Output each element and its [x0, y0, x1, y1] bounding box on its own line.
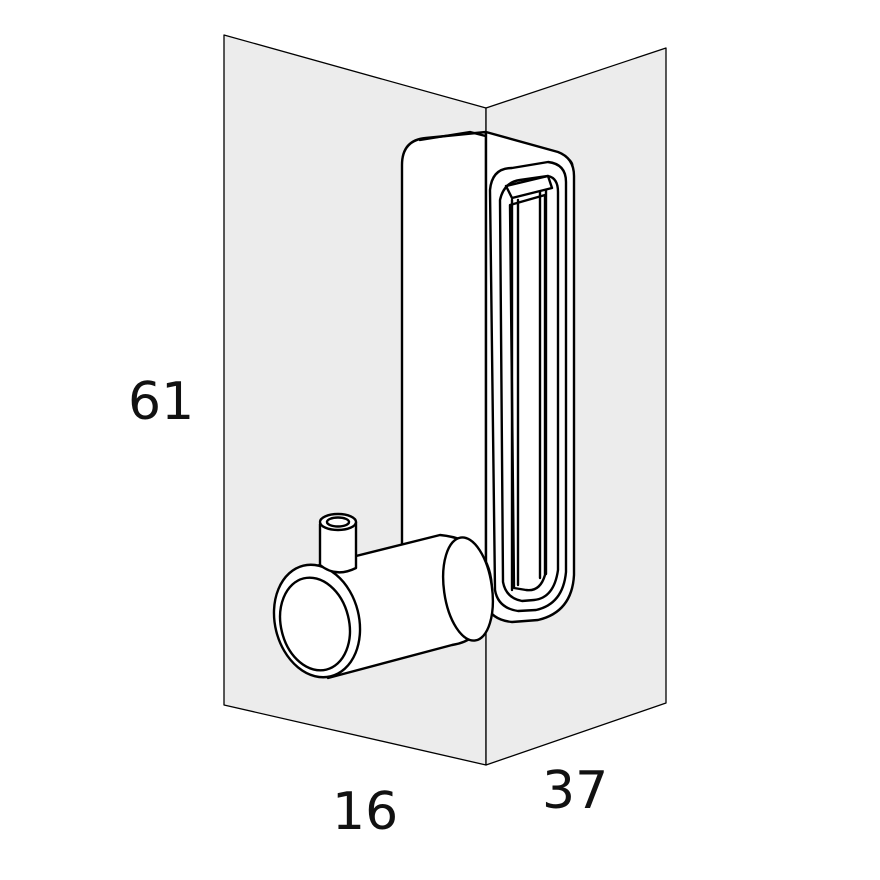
- hook-channel-top-lip: [504, 174, 554, 200]
- hook-side-profile-outer: [484, 130, 576, 624]
- hook-knob-front-cap-inner: [278, 576, 352, 672]
- hook-set-screw: [318, 520, 358, 574]
- wall-hook: [272, 130, 576, 680]
- hook-knob-back-cap: [441, 536, 495, 642]
- dimension-width-label: 16: [332, 782, 399, 842]
- hook-channel-inner-line-1: [498, 174, 560, 603]
- hook-set-screw-top-inner: [325, 516, 351, 528]
- dimension-depth-label: 37: [542, 761, 609, 821]
- hook-channel-inner-line-2: [508, 193, 547, 592]
- hook-set-screw-top: [318, 512, 358, 532]
- dimension-height-label: 61: [128, 372, 195, 432]
- hook-side-profile-inner: [488, 160, 568, 613]
